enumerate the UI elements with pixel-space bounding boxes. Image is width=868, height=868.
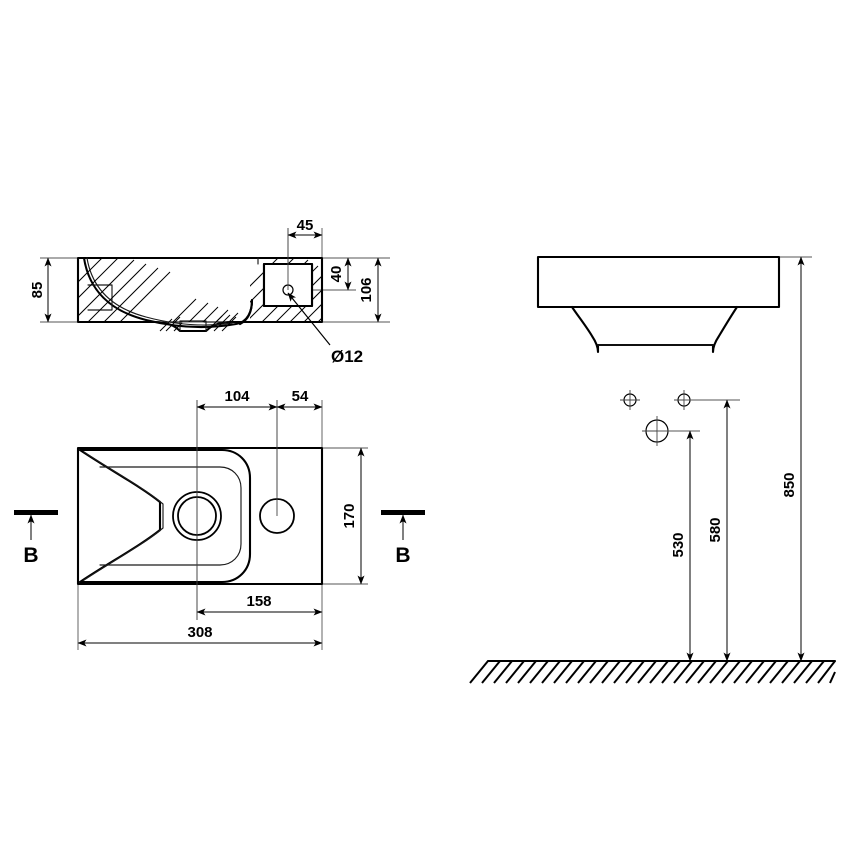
floor-hatching (469, 660, 836, 684)
section-marker-right: B (381, 510, 425, 567)
dim-40-label: 40 (328, 266, 345, 283)
section-hatching-bowl-underside (149, 298, 249, 332)
dim-170-label: 170 (341, 503, 358, 528)
floor-line (469, 659, 837, 684)
dim-158-label: 158 (246, 593, 271, 610)
dim-45-label: 45 (297, 217, 314, 234)
section-marker-left: B (14, 510, 58, 567)
dim-85: 85 (29, 257, 52, 323)
fixing-point-left (620, 390, 640, 410)
dim-54-label: 54 (292, 388, 309, 405)
dim-308: 308 (77, 624, 323, 647)
dim-106: 106 (358, 257, 382, 323)
basin-plan-outline (76, 446, 324, 586)
view-plan: 104 54 170 158 308 B (14, 388, 425, 650)
dim-308-label: 308 (187, 624, 212, 641)
dim-580-label: 580 (707, 517, 724, 542)
dim-580: 580 (707, 399, 731, 662)
dim-530: 530 (670, 430, 694, 662)
dim-850: 850 (781, 256, 805, 662)
dim-530-label: 530 (670, 532, 687, 557)
dim-45: 45 (287, 217, 323, 239)
dim-85-label: 85 (29, 282, 46, 299)
diameter-callout: Ø12 (287, 292, 363, 366)
dim-850-label: 850 (781, 472, 798, 497)
dim-104: 104 (196, 388, 278, 411)
diameter-label: Ø12 (331, 347, 363, 366)
dim-104-label: 104 (224, 388, 250, 405)
dim-158: 158 (196, 593, 323, 616)
dim-170: 170 (341, 447, 365, 585)
view-elevation: 530 580 850 (469, 255, 837, 684)
view-section-bb: 45 85 40 106 Ø12 (29, 217, 390, 366)
section-marker-left-label: B (23, 544, 38, 567)
section-hatching-left (78, 258, 171, 322)
basin-elevation-outline (536, 255, 781, 354)
dim-106-label: 106 (358, 277, 375, 302)
section-marker-right-label: B (395, 544, 410, 567)
dim-54: 54 (276, 388, 323, 411)
dim-40: 40 (328, 257, 352, 291)
